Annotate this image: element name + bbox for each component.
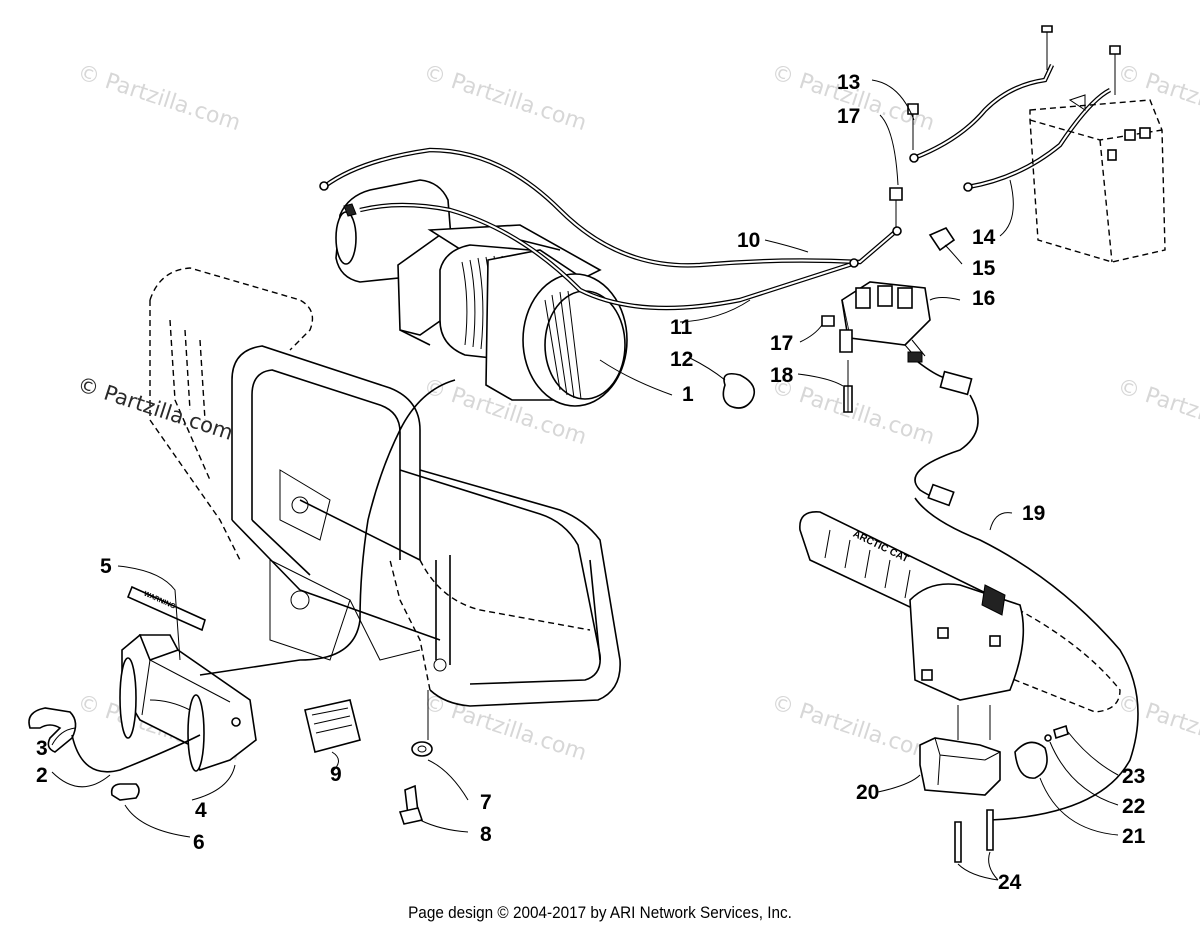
callout-4: 4 [195, 799, 207, 822]
washer-and-bolt [398, 690, 433, 825]
winch-harness [199, 379, 456, 676]
callout-19: 19 [1022, 502, 1046, 525]
bumper-rack [149, 267, 621, 707]
switch-harness [914, 361, 1139, 821]
callout-15: 15 [972, 257, 996, 280]
callout-21: 21 [1122, 825, 1146, 848]
callout-17-lower: 17 [770, 332, 794, 355]
callout-22: 22 [1122, 795, 1146, 818]
fairlead-mount: WARNING [119, 585, 361, 772]
callout-12: 12 [670, 348, 694, 371]
callout-8: 8 [480, 823, 492, 846]
battery-cables [909, 25, 1121, 192]
callout-6: 6 [193, 831, 205, 854]
solenoid [821, 103, 956, 413]
callout-2: 2 [36, 764, 48, 787]
callout-17-upper: 17 [837, 105, 861, 128]
callout-24: 24 [998, 871, 1022, 894]
callout-13: 13 [837, 71, 861, 94]
winch-assembly [335, 179, 628, 407]
callout-5: 5 [100, 555, 112, 578]
callout-1: 1 [682, 383, 694, 406]
callout-16: 16 [972, 287, 996, 310]
switch-bracket [919, 705, 1069, 863]
winch-end-ribs [544, 290, 582, 400]
leader-lines [51, 79, 1119, 881]
callout-23: 23 [1122, 765, 1146, 788]
power-cables [319, 147, 902, 311]
callout-11: 11 [670, 316, 693, 339]
battery [1029, 94, 1166, 263]
callout-18: 18 [770, 364, 794, 387]
callout-10: 10 [737, 229, 761, 252]
cable-clip [722, 372, 756, 409]
callout-3: 3 [36, 737, 48, 760]
callout-7: 7 [480, 791, 492, 814]
hook-and-strap [28, 707, 201, 801]
callout-9: 9 [330, 763, 342, 786]
page-footer: Page design © 2004-2017 by ARI Network S… [408, 903, 792, 922]
callout-20: 20 [856, 781, 880, 804]
handlebar-grip: ARCTIC CAT [799, 511, 1121, 713]
callout-14: 14 [972, 226, 996, 249]
